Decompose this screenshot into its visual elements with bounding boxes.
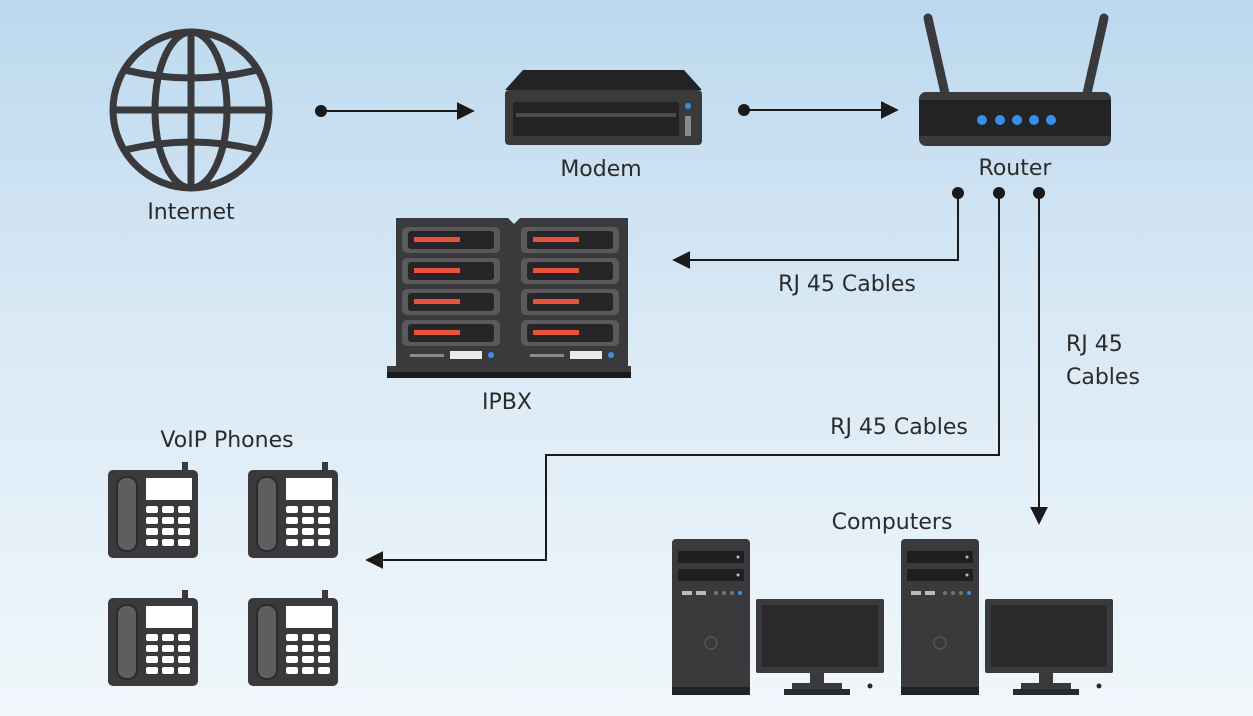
computer-icon	[900, 538, 1114, 696]
cable-label-computers-line2: Cables	[1066, 365, 1140, 390]
modem-icon	[505, 70, 702, 145]
phone-icon	[248, 590, 338, 686]
connector-modem-router	[738, 101, 899, 119]
connector-router-ipbx	[672, 187, 964, 269]
phone-icon	[108, 462, 198, 558]
computers-label: Computers	[832, 510, 953, 535]
modem-label: Modem	[560, 157, 641, 182]
ipbx-label: IPBX	[482, 390, 532, 415]
connector-router-computers	[1030, 187, 1048, 525]
router-label: Router	[979, 156, 1053, 181]
internet-label: Internet	[147, 200, 235, 225]
phone-icon	[248, 462, 338, 558]
voip-phones-label: VoIP Phones	[160, 428, 293, 453]
connector-router-phones	[365, 187, 1005, 569]
computers-group	[671, 538, 1114, 696]
phone-icon	[108, 590, 198, 686]
cable-label-ipbx: RJ 45 Cables	[778, 272, 916, 297]
globe-icon	[109, 28, 273, 192]
computer-icon	[671, 538, 885, 696]
voip-phones-group	[108, 462, 338, 686]
router-icon	[919, 13, 1111, 146]
cable-label-phones: RJ 45 Cables	[830, 415, 968, 440]
cable-label-computers-line1: RJ 45	[1066, 332, 1123, 357]
ipbx-server-icon	[387, 218, 631, 378]
connector-internet-modem	[315, 102, 475, 120]
